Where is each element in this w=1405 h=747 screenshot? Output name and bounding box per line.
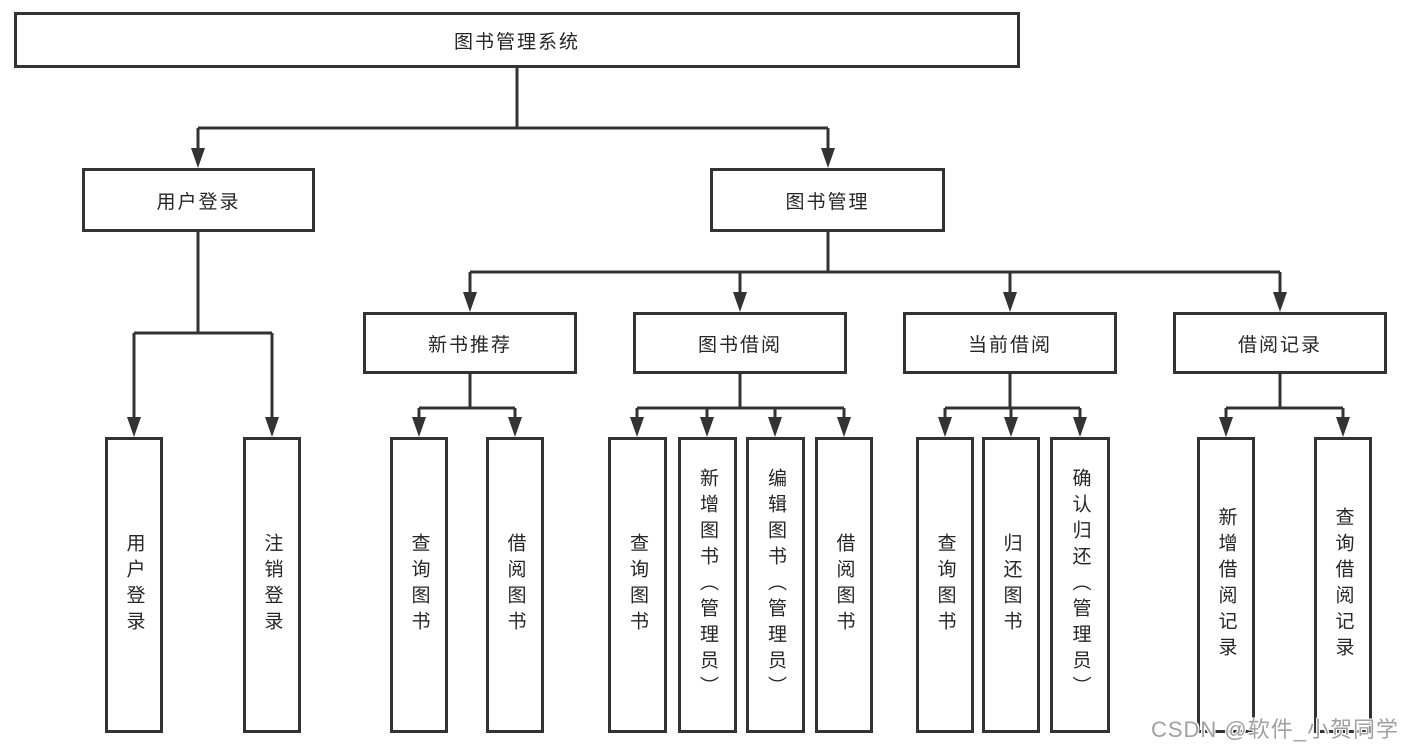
node-current-borrow-label: 当前借阅 [967, 334, 1052, 356]
node-new-book-recommend-label: 新书推荐 [427, 334, 512, 356]
connector-book-mgmt-to-level3 [463, 232, 1287, 312]
leaf-borrow-query-books-label: 查询图书 [627, 533, 648, 637]
leaf-logout: 注销登录 [243, 437, 301, 733]
node-book-borrow-label: 图书借阅 [697, 334, 782, 356]
leaf-confirm-return-admin: 确认归还（管理员） [1050, 437, 1110, 733]
node-root-label: 图书管理系统 [453, 31, 580, 53]
leaf-return-books: 归还图书 [982, 437, 1040, 733]
leaf-newbook-borrow-books-label: 借阅图书 [504, 533, 526, 637]
connector-book-borrow-to-leaves [630, 374, 851, 437]
leaf-edit-books-admin: 编辑图书（管理员） [746, 437, 805, 733]
leaf-current-query-books: 查询图书 [916, 437, 974, 733]
connector-root-to-level2 [191, 68, 835, 168]
leaf-borrow-query-books: 查询图书 [608, 437, 667, 733]
node-root-title: 图书管理系统 [14, 12, 1020, 68]
leaf-newbook-query-books: 查询图书 [390, 437, 448, 733]
leaf-logout-label: 注销登录 [261, 533, 283, 637]
csdn-watermark: CSDN @软件_小贺同学 [1150, 717, 1399, 742]
leaf-add-books-admin-label: 新增图书（管理员） [697, 468, 718, 702]
node-borrow-records-label: 借阅记录 [1237, 334, 1322, 356]
leaf-borrow-borrow-books-label: 借阅图书 [833, 533, 855, 637]
node-borrow-records: 借阅记录 [1173, 312, 1387, 374]
connector-borrow-records-to-leaves [1219, 374, 1350, 437]
leaf-confirm-return-admin-label: 确认归还（管理员） [1069, 468, 1091, 702]
leaf-add-books-admin: 新增图书（管理员） [678, 437, 737, 733]
node-book-management-label: 图书管理 [785, 191, 870, 213]
node-user-login: 用户登录 [82, 168, 315, 232]
leaf-newbook-borrow-books: 借阅图书 [486, 437, 544, 733]
node-user-login-label: 用户登录 [156, 191, 241, 213]
leaf-query-borrow-record-label: 查询借阅记录 [1332, 507, 1354, 663]
node-new-book-recommend: 新书推荐 [363, 312, 577, 374]
connector-new-book-to-leaves [412, 374, 522, 437]
leaf-borrow-borrow-books: 借阅图书 [815, 437, 873, 733]
leaf-user-login: 用户登录 [105, 437, 163, 733]
node-book-borrow: 图书借阅 [633, 312, 847, 374]
leaf-return-books-label: 归还图书 [1000, 533, 1022, 637]
leaf-add-borrow-record-label: 新增借阅记录 [1215, 507, 1237, 663]
leaf-current-query-books-label: 查询图书 [934, 533, 956, 637]
node-book-management: 图书管理 [710, 168, 945, 232]
connector-current-borrow-to-leaves [938, 374, 1087, 437]
connector-user-login-to-leaves [127, 232, 279, 437]
leaf-query-borrow-record: 查询借阅记录 [1314, 437, 1372, 733]
leaf-add-borrow-record: 新增借阅记录 [1197, 437, 1255, 733]
leaf-user-login-label: 用户登录 [123, 533, 145, 637]
leaf-edit-books-admin-label: 编辑图书（管理员） [765, 468, 786, 702]
node-current-borrow: 当前借阅 [903, 312, 1117, 374]
leaf-newbook-query-books-label: 查询图书 [408, 533, 430, 637]
